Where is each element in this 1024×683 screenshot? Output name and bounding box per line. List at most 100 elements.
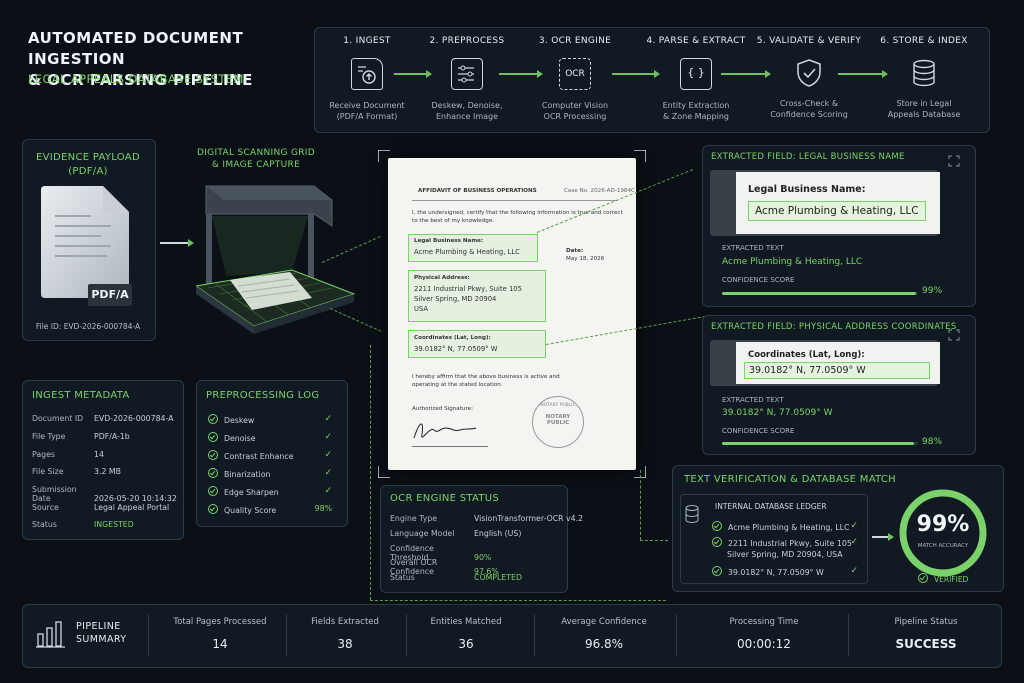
- summary-label: Average Confidence: [561, 617, 647, 627]
- file-upload-icon: [351, 58, 383, 90]
- ledger-check: ✓: [850, 566, 858, 576]
- summary-title-line-2: SUMMARY: [76, 634, 127, 645]
- summary-divider: [676, 614, 677, 656]
- ocr-icon-text: OCR: [565, 69, 585, 79]
- ocr-key: Language Model: [390, 529, 455, 538]
- step-title: 3. OCR ENGINE: [538, 36, 612, 46]
- step-desc-1: Entity Extraction: [662, 101, 730, 110]
- ledger-box: [680, 494, 868, 584]
- verified-badge: VERIFIED: [918, 573, 968, 584]
- evidence-title-line-2: (PDF/A): [68, 166, 108, 177]
- ingest-metadata-title: INGEST METADATA: [32, 390, 130, 401]
- title-line-2: & OCR PARSING PIPELINE: [28, 71, 253, 89]
- pipeline-summary-panel: [22, 604, 1002, 668]
- summary-title-line-1: PIPELINE: [76, 621, 121, 632]
- field-coords-title: EXTRACTED FIELD: PHYSICAL ADDRESS COORDI…: [711, 322, 957, 332]
- summary-value: 38: [337, 637, 353, 651]
- preprocess-mark: ✓: [324, 450, 332, 460]
- verify-arrow: [872, 533, 894, 540]
- metadata-value: PDF/A-1b: [94, 432, 130, 441]
- expand-icon[interactable]: [948, 152, 960, 167]
- shield-check-icon: [794, 58, 824, 88]
- ledger-entry-text: Acme Plumbing & Heating, LLC: [728, 523, 850, 532]
- field-coords-extracted-label: EXTRACTED TEXT: [722, 396, 784, 404]
- preprocess-mark: ✓: [324, 486, 332, 496]
- check-circle-icon: [208, 414, 218, 424]
- doc-name-value: Acme Plumbing & Heating, LLC: [414, 248, 520, 256]
- payload-arrow: [160, 239, 194, 246]
- braces-icon-text: { }: [687, 66, 705, 79]
- doc-name-label: Legal Business Name:: [414, 238, 484, 244]
- metadata-key: Submission Date: [32, 485, 77, 503]
- step-desc-1: Store in Legal: [896, 99, 952, 108]
- scanner-title-line-2: & IMAGE CAPTURE: [211, 160, 301, 170]
- field-coords-confidence-value: 98%: [922, 437, 943, 447]
- check-circle-icon: [918, 573, 928, 583]
- doc-address-line-2: Silver Spring, MD 20904: [414, 295, 497, 303]
- connector-doc-verify: [640, 470, 641, 540]
- seal-top: NOTARY PUBLIC: [540, 403, 576, 408]
- ocr-scan-icon: OCR: [559, 58, 591, 90]
- match-gauge: [896, 486, 990, 580]
- doc-name-highlight: [408, 234, 538, 262]
- doc-signature-label: Authorized Signature:: [412, 406, 473, 412]
- step-title: 1. INGEST: [343, 36, 391, 46]
- page-title: AUTOMATED DOCUMENT INGESTION & OCR PARSI…: [28, 28, 328, 91]
- summary-divider: [534, 614, 535, 656]
- scanner-title: DIGITAL SCANNING GRID & IMAGE CAPTURE: [196, 147, 316, 171]
- summary-divider: [848, 614, 849, 656]
- check-circle-icon: [208, 432, 218, 442]
- seal-mid-1: NOTARY: [545, 414, 571, 420]
- document-page: AFFIDAVIT OF BUSINESS OPERATIONS Case No…: [388, 158, 636, 470]
- preprocessing-title: PREPROCESSING LOG: [206, 390, 320, 401]
- step-store-index: 6. STORE & INDEX Store in Legal Appeals …: [869, 36, 979, 120]
- step-desc-1: Computer Vision: [541, 101, 609, 110]
- doc-address-line-1: 2211 Industrial Pkwy, Suite 105: [414, 285, 522, 293]
- database-icon: [909, 58, 939, 88]
- preprocess-label: Denoise: [224, 434, 256, 443]
- summary-value: 36: [458, 637, 474, 651]
- ocr-key: Engine Type: [390, 514, 438, 523]
- field-coords-confidence-label: CONFIDENCE SCORE: [722, 427, 795, 435]
- database-icon: [684, 504, 700, 524]
- summary-label: Fields Extracted: [311, 617, 379, 627]
- step-arrow: [721, 70, 771, 77]
- preprocess-label: Contrast Enhance: [224, 452, 294, 461]
- gauge-label: MATCH ACCURACY: [917, 543, 969, 549]
- summary-value: 00:00:12: [737, 637, 791, 651]
- step-parse-extract: 4. PARSE & EXTRACT { } Entity Extraction…: [641, 36, 751, 122]
- field-name-crop-value: Acme Plumbing & Heating, LLC: [748, 201, 926, 221]
- ledger-entry-text-2: Silver Spring, MD 20904, USA: [727, 550, 843, 559]
- step-desc-1: Cross-Check &: [779, 99, 839, 108]
- doc-date-value: May 18, 2026: [566, 256, 605, 262]
- doc-address-highlight: [408, 270, 546, 322]
- summary-status-value: SUCCESS: [895, 637, 957, 651]
- preprocess-item: Contrast Enhance ✓: [208, 450, 332, 461]
- step-title: 5. VALIDATE & VERIFY: [756, 36, 862, 46]
- gauge-value: 99%: [916, 512, 970, 537]
- connector-left-bottom: [370, 345, 371, 600]
- step-desc-1: Deskew, Denoise,: [431, 101, 503, 110]
- summary-divider: [406, 614, 407, 656]
- summary-label: Pipeline Status: [894, 617, 958, 627]
- expand-icon[interactable]: [948, 326, 960, 341]
- field-name-confidence-fill: [722, 292, 917, 295]
- step-desc-2: (PDF/A Format): [336, 112, 398, 121]
- step-desc-2: OCR Processing: [543, 112, 607, 121]
- ocr-key: Overall OCR Confidence: [390, 558, 438, 576]
- ocr-value: COMPLETED: [474, 573, 522, 582]
- step-preprocess: 2. PREPROCESS Deskew, Denoise, Enhance I…: [412, 36, 522, 122]
- step-ingest: 1. INGEST Receive Document (PDF/A Format…: [312, 36, 422, 122]
- metadata-value: 2026-05-20 10:14:32: [94, 494, 177, 503]
- preprocessing-log-panel: [196, 380, 348, 527]
